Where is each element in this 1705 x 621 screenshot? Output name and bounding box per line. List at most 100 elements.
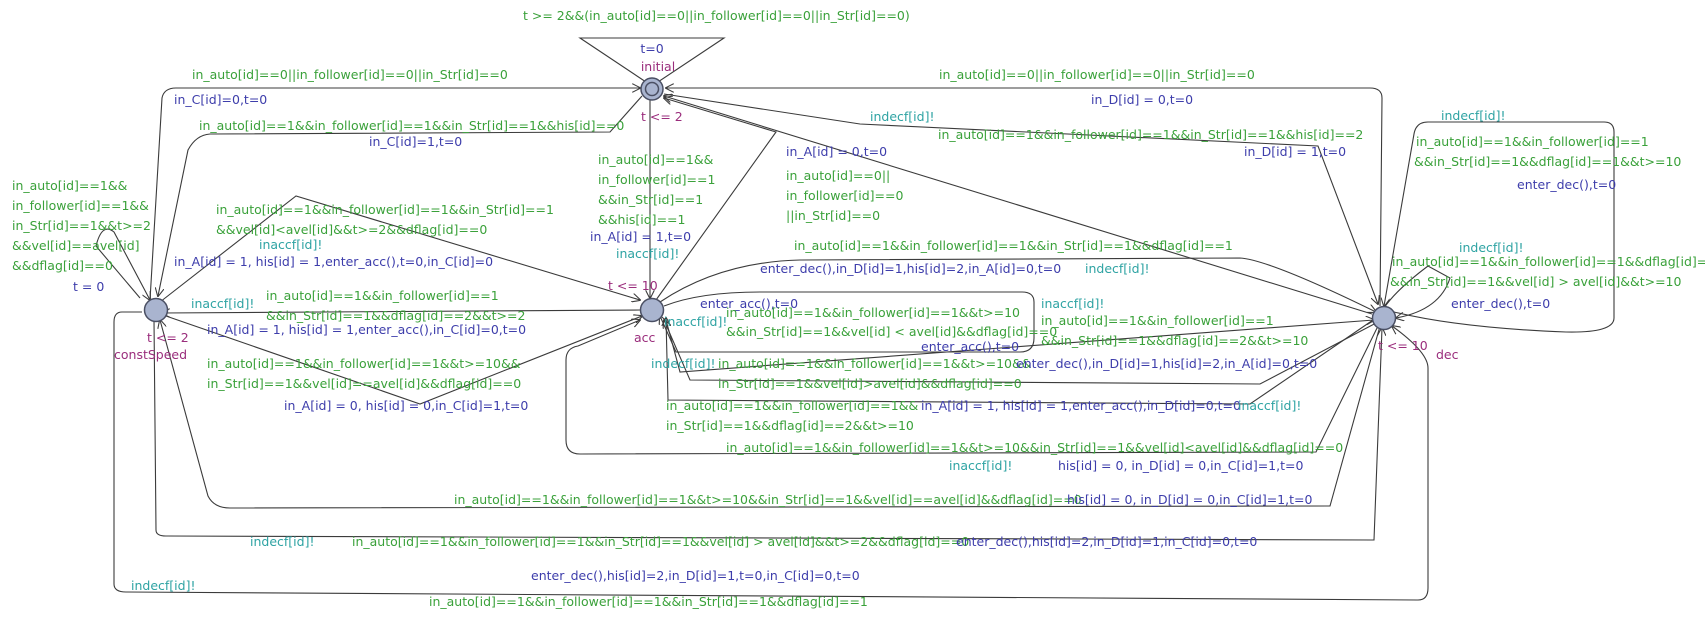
edge-label-assignment: in_A[id] = 1, his[id] = 1,enter_acc(),in…: [921, 398, 1241, 413]
edge-constspeed-to-dec-2[interactable]: [113, 311, 1429, 601]
edge-label-assignment: enter_dec(),in_D[id]=1,his[id]=2,in_A[id…: [1016, 356, 1317, 371]
edges: [95, 37, 1615, 601]
edge-constspeed-to-dec-1[interactable]: [153, 319, 1382, 541]
edge-label-guard: &&in_Str[id]==1: [598, 192, 703, 207]
edge-label-sync: indecf[id]!: [1441, 108, 1505, 123]
initial-invariant: t <= 2: [641, 109, 683, 124]
edge-label-guard: in_auto[id]==1&&in_follower[id]==1&&t>=1…: [726, 440, 1343, 455]
edge-label-sync: inaccf[id]!: [259, 237, 322, 252]
edge-label-assignment: his[id] = 0, in_D[id] = 0,in_C[id]=1,t=0: [1067, 492, 1312, 507]
edge-label-guard: in_Str[id]==1&&vel[id]==avel[id]&&dflag[…: [207, 376, 521, 391]
edge-label-guard: &&vel[id]<avel[id]&&t>=2&&dflag[id]==0: [216, 222, 487, 237]
nodes: [143, 77, 1397, 331]
edge-dec-to-acc-1[interactable]: [664, 320, 1379, 385]
edge-label-guard: in_auto[id]==1&&in_follower[id]==1&&in_S…: [352, 534, 969, 549]
edge-label-guard: &&in_Str[id]==1&&dflag[id]==2&&t>=2: [266, 308, 525, 323]
edge-acc-to-dec-upper[interactable]: [659, 257, 1376, 312]
dec-name: dec: [1436, 347, 1459, 362]
edge-acc-to-initial[interactable]: [655, 98, 777, 301]
edge-initial-to-constspeed[interactable]: [158, 95, 643, 296]
edge-label-assignment: in_A[id] = 1, his[id] = 1,enter_acc(),t=…: [174, 254, 493, 269]
edge-label-guard: &&in_Str[id]==1&&vel[id] < avel[id]&&dfl…: [726, 324, 1057, 339]
edge-label-sync: inaccf[id]!: [664, 314, 727, 329]
edge-constspeed-to-initial[interactable]: [149, 88, 640, 301]
edge-label-sync: inaccf[id]!: [616, 246, 679, 261]
edge-label-guard: in_auto[id]==1&&in_follower[id]==1&&: [666, 398, 918, 413]
edge-label-assignment: in_C[id]=1,t=0: [369, 134, 462, 149]
edge-label-sync: indecf[id]!: [1085, 261, 1149, 276]
edge-label-guard: &&vel[id]==avel[id]: [12, 238, 140, 253]
edge-label-assignment: enter_dec(),t=0: [1517, 177, 1616, 192]
edge-label-guard: in_auto[id]==1&&in_follower[id]==1&&t>=1…: [718, 356, 1032, 371]
edge-acc-to-dec-lower[interactable]: [665, 320, 1374, 373]
edge-label-guard: &&dflag[id]==0: [12, 258, 113, 273]
edge-dec-to-acc-lower-left[interactable]: [565, 320, 1381, 455]
edge-into-initial-right[interactable]: [664, 96, 1373, 315]
edge-label-assignment: in_D[id] = 0,t=0: [1091, 92, 1193, 107]
edge-label-guard: in_auto[id]==1&&in_follower[id]==1&&dfla…: [1392, 254, 1705, 269]
edge-label-assignment: in_D[id] = 1,t=0: [1244, 144, 1346, 159]
dec-invariant: t <= 10: [1378, 338, 1428, 353]
initial-init-label: t=0: [640, 41, 663, 56]
acc-invariant: t <= 10: [608, 278, 658, 293]
edge-label-sync: indecf[id]!: [870, 109, 934, 124]
constspeed-name: constSpeed: [114, 347, 187, 362]
edge-label-assignment: in_A[id] = 1,t=0: [590, 229, 691, 244]
edge-label-guard: &&his[id]==1: [598, 212, 685, 227]
edge-label-guard: t >= 2&&(in_auto[id]==0||in_follower[id]…: [523, 8, 910, 23]
edge-dec-self-loop-right[interactable]: [1384, 121, 1615, 333]
edge-label-guard: in_auto[id]==1&&in_follower[id]==1: [266, 288, 499, 303]
edge-label-guard: in_follower[id]==1&&: [12, 198, 149, 213]
edge-label-guard: in_auto[id]==1&&in_follower[id]==1&&in_S…: [429, 594, 868, 609]
edge-label-assignment: enter_dec(),his[id]=2,in_D[id]=1,t=0,in_…: [531, 568, 860, 583]
edge-label-guard: in_auto[id]==1&&in_follower[id]==1&&in_S…: [794, 238, 1233, 253]
edge-label-guard: in_Str[id]==1&&t>=2: [12, 218, 151, 233]
edge-label-sync: indecf[id]!: [651, 356, 715, 371]
edge-label-assignment: his[id] = 0, in_D[id] = 0,in_C[id]=1,t=0: [1058, 458, 1303, 473]
edge-dec-to-constspeed-1[interactable]: [160, 320, 1381, 509]
edge-label-guard: in_auto[id]==1&&in_follower[id]==1: [1041, 313, 1274, 328]
edge-label-sync: indecf[id]!: [131, 578, 195, 593]
edge-label-guard: in_auto[id]==0||in_follower[id]==0||in_S…: [192, 67, 508, 82]
edge-constspeed-to-acc-lower[interactable]: [165, 316, 642, 405]
location-acc[interactable]: [639, 297, 665, 323]
edge-label-guard: ||in_Str[id]==0: [786, 208, 880, 223]
edge-label-guard: in_auto[id]==1&&in_follower[id]==1&&t>=1…: [207, 356, 521, 371]
edge-label-assignment: enter_dec(),t=0: [1451, 296, 1550, 311]
edge-label-guard: in_auto[id]==1&&in_follower[id]==1: [1416, 134, 1649, 149]
edge-label-guard: &&in_Str[id]==1&&vel[id] > avel[id]&&t>=…: [1390, 274, 1681, 289]
acc-name: acc: [634, 330, 656, 345]
edge-label-sync: indecf[id]!: [1459, 240, 1523, 255]
edge-label-guard: in_auto[id]==0||in_follower[id]==0||in_S…: [939, 67, 1255, 82]
edge-label-sync: inaccf[id]!: [1238, 398, 1301, 413]
edge-label-guard: &&in_Str[id]==1&&dflag[id]==2&&t>=10: [1041, 333, 1308, 348]
edge-label-assignment: in_A[id] = 0,t=0: [786, 144, 887, 159]
edge-label-guard: in_follower[id]==0: [786, 188, 903, 203]
constspeed-invariant: t <= 2: [147, 330, 189, 345]
location-constspeed[interactable]: [143, 297, 169, 323]
edge-label-guard: in_auto[id]==1&&in_follower[id]==1&&t>=1…: [726, 305, 1020, 320]
edge-label-guard: in_auto[id]==1&&in_follower[id]==1&&in_S…: [216, 202, 554, 217]
edge-label-sync: inaccf[id]!: [191, 296, 254, 311]
edge-label-assignment: enter_acc(),t=0: [921, 339, 1019, 354]
location-labels: t=0 initial t <= 2 t <= 2 constSpeed t =…: [73, 41, 1459, 362]
edge-label-guard: in_Str[id]==1&&dflag[id]==2&&t>=10: [666, 418, 914, 433]
edge-acc-self-loop[interactable]: [660, 291, 1035, 353]
edge-label-guard: in_auto[id]==1&&in_follower[id]==1&&in_S…: [199, 118, 624, 133]
edge-label-guard: in_auto[id]==1&&in_follower[id]==1&&t>=1…: [454, 492, 1082, 507]
location-dec[interactable]: [1371, 305, 1397, 331]
edge-constspeed-self-loop[interactable]: [95, 228, 150, 300]
edge-dec-self-loop-small[interactable]: [1383, 265, 1451, 318]
edge-label-assignment: in_A[id] = 0, his[id] = 0,in_C[id]=1,t=0: [284, 398, 528, 413]
edge-labels: t >= 2&&(in_auto[id]==0||in_follower[id]…: [12, 8, 1705, 609]
location-initial-inner: [644, 81, 660, 97]
edge-constspeed-to-acc-upper[interactable]: [159, 195, 640, 302]
edge-initial-to-dec[interactable]: [663, 93, 1378, 304]
edge-dec-to-initial[interactable]: [666, 88, 1383, 307]
edge-dec-to-acc-2[interactable]: [666, 318, 1377, 405]
edge-initial-self-loop[interactable]: [578, 37, 726, 87]
initial-name: initial: [641, 59, 675, 74]
edge-label-guard: in_Str[id]==1&&vel[id]>avel[id]&&dflag[i…: [718, 376, 1022, 391]
edge-label-sync: indecf[id]!: [250, 534, 314, 549]
edge-acc-to-constspeed[interactable]: [162, 310, 641, 313]
